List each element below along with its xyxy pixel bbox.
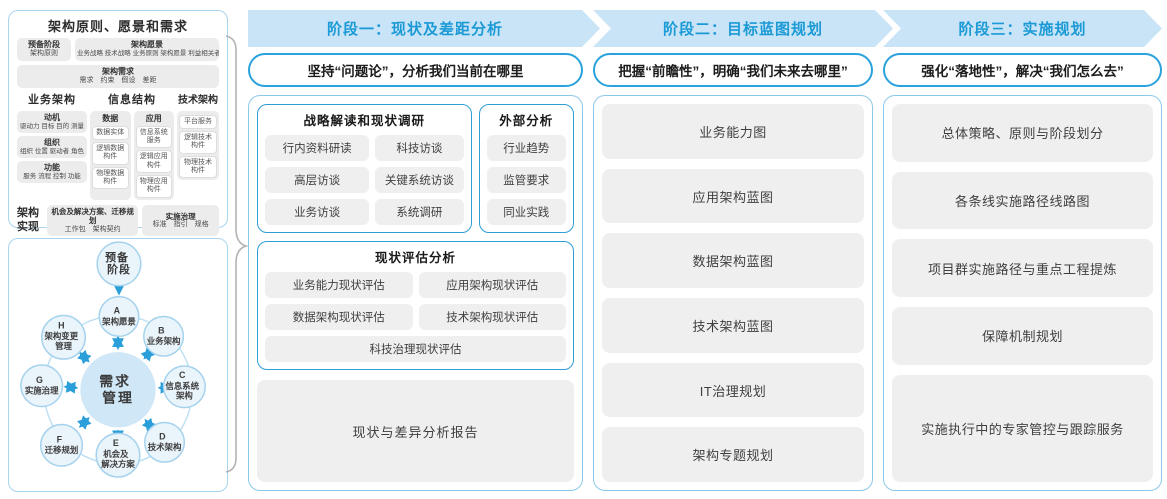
- technical-architecture-column: 技术架构 平台服务 逻辑技术构件 物理技术构件: [177, 93, 219, 181]
- phase3-subtitle: 强化“落地性”，解决“我们怎么去”: [883, 53, 1162, 87]
- node-b-label: B 业务架构: [147, 320, 181, 346]
- organization-box: 组织 组织 位置 驱动者 角色: [17, 135, 87, 158]
- node-h-label: H 架构变更 管理: [43, 315, 82, 351]
- implementation-governance-box: 实施治理 标准 指引 规格: [142, 204, 219, 237]
- phase2-header-band: 阶段二：目标蓝图规划: [593, 10, 893, 47]
- strategy-item: 关键系统访谈: [375, 167, 464, 193]
- architecture-requirements-box: 架构需求 需求 约束 假设 差距: [17, 64, 219, 88]
- phase2-column: 把握“前瞻性”，明确“我们未来去哪里” 业务能力图 应用架构蓝图 数据架构蓝图 …: [593, 53, 873, 491]
- phase3-item: 总体策略、原则与阶段划分: [892, 104, 1153, 162]
- assess-item: 应用架构现状评估: [418, 272, 566, 298]
- phase3-item: 项目群实施路径与重点工程提炼: [892, 239, 1153, 298]
- phase2-item: 架构专题规划: [602, 427, 864, 483]
- technical-architecture-header: 技术架构: [178, 94, 218, 106]
- assess-item: 业务能力现状评估: [265, 272, 413, 298]
- phase1-header-band: 阶段一：现状及差距分析: [248, 10, 600, 47]
- requirements-management-label: 需求 管理: [99, 373, 137, 406]
- assess-item: 技术架构现状评估: [418, 304, 566, 330]
- phase2-item: 应用架构蓝图: [602, 168, 864, 224]
- architecture-vision-box: 架构愿景 业务战略 技术战略 业务原则 架构愿景 利益相关者: [75, 38, 219, 61]
- node-a-circle: [98, 295, 140, 338]
- architecture-framework-panel: 架构原则、愿景和需求 预备阶段 架构原则 架构愿景 业务战略 技术战略 业务原则…: [8, 10, 228, 237]
- prep-phase-label: 预备 阶段: [105, 250, 133, 276]
- node-b-circle: [143, 315, 185, 357]
- strategy-item: 系统调研: [375, 199, 464, 225]
- data-item: 逻辑数据构件: [92, 141, 129, 165]
- external-item: 监管要求: [486, 167, 566, 193]
- architecture-realization-label: 架构实现: [17, 206, 39, 233]
- external-analysis-box: 外部分析 行业趋势 监管要求 同业实践: [478, 104, 574, 233]
- assess-item: 数据架构现状评估: [265, 304, 413, 330]
- phase1-column: 坚持“问题论”，分析我们当前在哪里 战略解读和现状调研 行内资料研读 科技访谈 …: [248, 53, 583, 491]
- app-item: 信息系统服务: [135, 125, 172, 149]
- prep-phase-circle: [96, 241, 142, 287]
- phase2-title: 阶段二：目标蓝图规划: [662, 21, 823, 38]
- strategy-item: 业务访谈: [265, 199, 370, 225]
- phase3-content: 总体策略、原则与阶段划分 各条线实施路径线路图 项目群实施路径与重点工程提炼 保…: [883, 95, 1162, 491]
- strategy-item: 行内资料研读: [265, 135, 370, 161]
- node-c-circle: [162, 365, 206, 409]
- tech-item: 物理技术构件: [179, 155, 217, 179]
- phase1-subtitle: 坚持“问题论”，分析我们当前在哪里: [248, 53, 583, 87]
- motivation-box: 动机 驱动力 目标 目的 测量: [17, 110, 87, 133]
- node-g-label: G 实施治理: [25, 370, 59, 396]
- phase3-item: 各条线实施路径线路图: [892, 171, 1153, 230]
- tech-subcolumn: 平台服务 逻辑技术构件 物理技术构件: [177, 110, 219, 181]
- business-architecture-column: 业务架构 动机 驱动力 目标 目的 测量 组织 组织 位置 驱动者 角色 功能 …: [17, 93, 87, 183]
- external-item: 行业趋势: [486, 135, 566, 161]
- gap-analysis-report-box: 现状与差异分析报告: [257, 380, 574, 482]
- data-subcolumn: 数据 数据实体 逻辑数据构件 物理数据构件: [90, 110, 131, 200]
- prep-phase-box: 预备阶段 架构原则: [17, 38, 71, 61]
- node-e-label: E 机会及 解决方案: [101, 433, 135, 469]
- assess-item-full: 科技治理现状评估: [265, 336, 566, 362]
- node-d-label: D 技术架构: [148, 426, 182, 452]
- panel-title: 架构原则、愿景和需求: [47, 19, 188, 34]
- node-a-label: A 架构愿景: [101, 300, 136, 326]
- assessment-box: 现状评估分析 业务能力现状评估 应用架构现状评估 数据架构现状评估 技术架构现状…: [257, 241, 574, 370]
- opportunities-migration-box: 机会及解决方案、迁移规划 工作包 架构契约: [47, 204, 139, 237]
- phase2-item: 技术架构蓝图: [602, 298, 864, 353]
- phase3-header-band: 阶段三：实施规划: [883, 10, 1162, 47]
- phase2-content: 业务能力图 应用架构蓝图 数据架构蓝图 技术架构蓝图 IT治理规划 架构专题规划: [593, 95, 873, 491]
- adm-cycle-panel: 预备 阶段 需求 管理 A 架构愿景 B 业务架构 C 信息系统: [8, 238, 228, 492]
- phase2-item: 业务能力图: [602, 104, 864, 159]
- grouping-brace: [225, 35, 248, 473]
- phase3-title: 阶段三：实施规划: [958, 21, 1087, 38]
- application-subcolumn: 应用 信息系统服务 逻辑应用构件 物理应用构件: [133, 110, 174, 200]
- node-d-circle: [144, 421, 186, 463]
- phase1-title: 阶段一：现状及差距分析: [326, 21, 503, 38]
- phase2-item: IT治理规划: [602, 362, 864, 418]
- phase1-content: 战略解读和现状调研 行内资料研读 科技访谈 高层访谈 关键系统访谈 业务访谈 系…: [248, 95, 583, 491]
- tech-item: 逻辑技术构件: [179, 130, 217, 154]
- node-h-circle: [40, 314, 87, 360]
- adm-cycle-diagram: 预备 阶段 需求 管理 A 架构愿景 B 业务架构 C 信息系统: [20, 241, 206, 478]
- node-f-circle: [39, 423, 84, 467]
- phase3-column: 强化“落地性”，解决“我们怎么去” 总体策略、原则与阶段划分 各条线实施路径线路…: [883, 53, 1162, 491]
- data-item: 物理数据构件: [92, 166, 129, 190]
- information-structure-column: 信息结构 数据 数据实体 逻辑数据构件 物理数据构件 应用 信息系统服务 逻辑应…: [90, 93, 174, 200]
- node-e-circle: [95, 432, 141, 478]
- app-item: 物理应用构件: [135, 175, 172, 198]
- phase2-subtitle: 把握“前瞻性”，明确“我们未来去哪里”: [593, 53, 873, 87]
- app-item: 逻辑应用构件: [135, 150, 172, 174]
- phase3-item: 实施执行中的专家管控与跟踪服务: [892, 374, 1153, 483]
- function-box: 功能 服务 流程 控制 功能: [17, 160, 87, 183]
- data-item: 数据实体: [92, 125, 129, 140]
- node-g-circle: [20, 364, 64, 408]
- business-architecture-header: 业务架构: [28, 93, 76, 106]
- node-c-label: C 信息系统 架构: [165, 365, 203, 401]
- strategy-item: 科技访谈: [375, 135, 464, 161]
- phase3-item: 保障机制规划: [892, 307, 1153, 365]
- strategy-item: 高层访谈: [265, 167, 370, 193]
- node-f-label: F 迁移规划: [45, 429, 79, 455]
- requirements-management-circle: [80, 352, 156, 428]
- tech-item: 平台服务: [179, 114, 217, 129]
- phase2-item: 数据架构蓝图: [602, 233, 864, 289]
- external-item: 同业实践: [486, 199, 566, 225]
- information-structure-header: 信息结构: [108, 93, 156, 106]
- strategy-research-box: 战略解读和现状调研 行内资料研读 科技访谈 高层访谈 关键系统访谈 业务访谈 系…: [257, 104, 472, 233]
